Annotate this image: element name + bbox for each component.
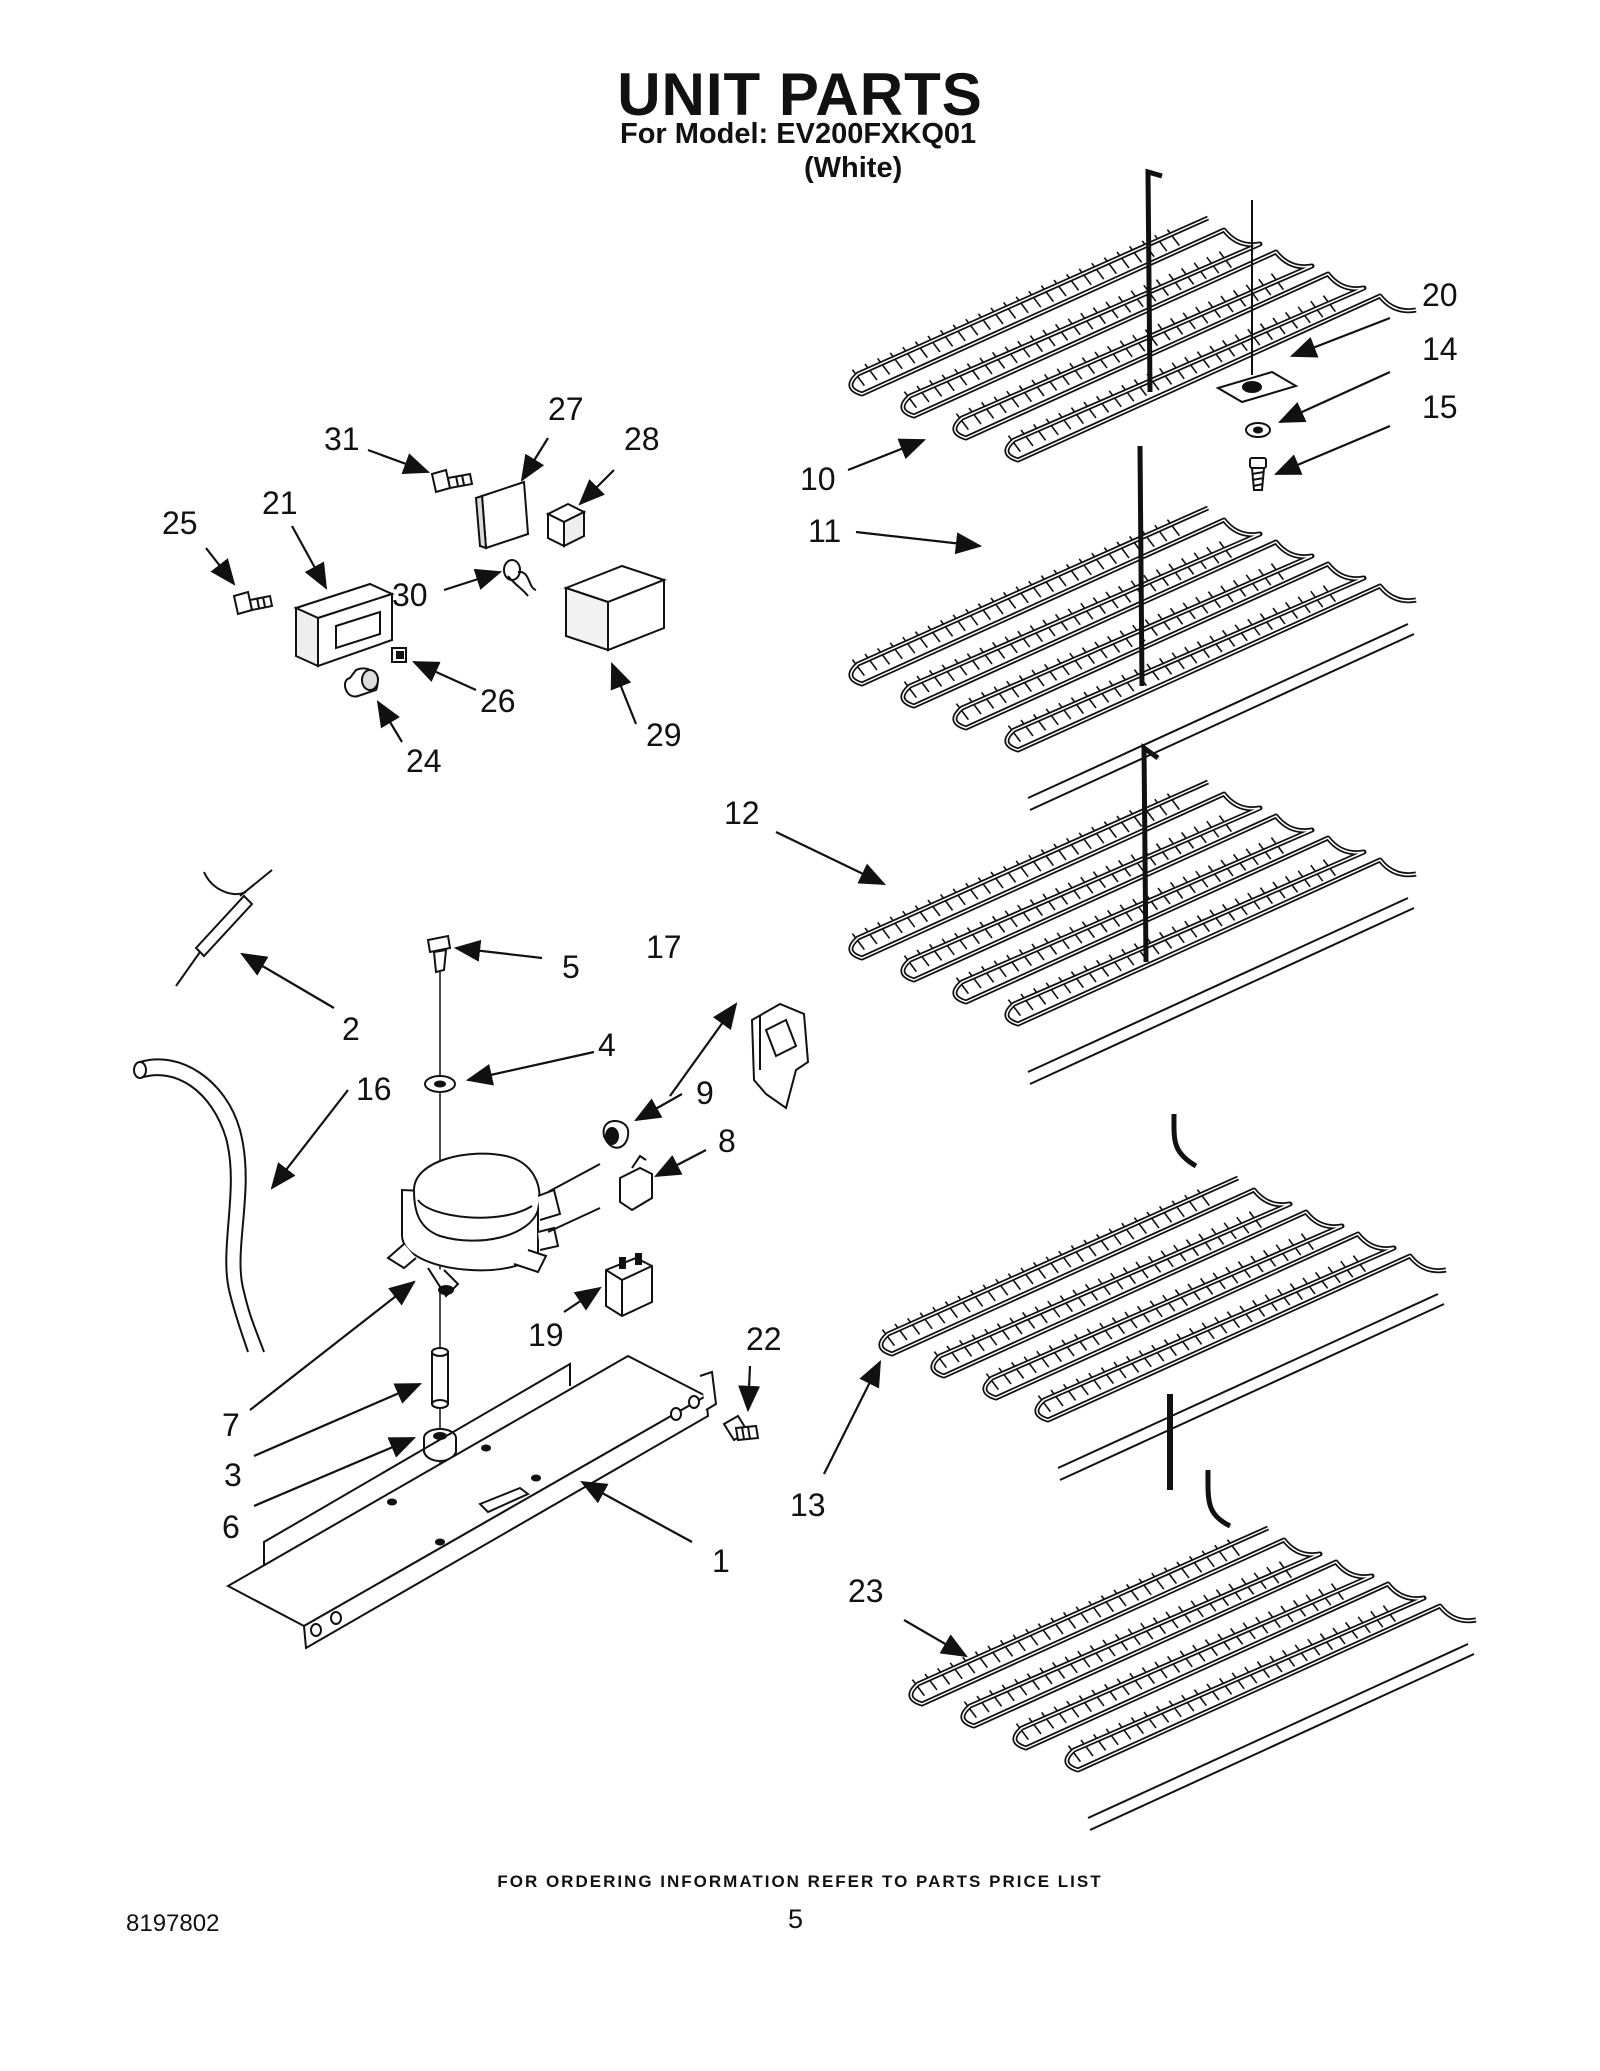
callout-2: 2 [342,1011,360,1047]
screw-31 [430,468,474,494]
callout-19: 19 [528,1317,564,1353]
electrical-parts [602,1002,810,1318]
callout-11: 11 [808,513,841,549]
control-housing-21 [293,582,395,668]
base-plate-1 [225,1354,718,1650]
screw-25 [232,590,274,616]
color-line: (White) [804,152,903,184]
callout-1: 1 [712,1543,730,1579]
model-line: For Model: EV200FXKQ01 [620,118,977,150]
ordering-note: FOR ORDERING INFORMATION REFER TO PARTS … [497,1872,1103,1891]
callout-30: 30 [392,577,428,613]
capacitor-19 [605,1253,653,1318]
compressor-assembly [225,934,760,1650]
coil-mount-hardware [1215,200,1299,491]
callout-13: 13 [790,1487,826,1523]
knob-24 [343,667,379,698]
callout-4: 4 [598,1027,616,1063]
callout-6: 6 [222,1509,240,1545]
coil-23 [908,1469,1477,1831]
callout-27: 27 [548,391,584,427]
callout-10: 10 [800,461,836,497]
callout-9: 9 [696,1075,714,1111]
callout-25: 25 [162,505,198,541]
drier-2 [175,869,273,987]
callout-26: 26 [480,683,516,719]
overload-9 [602,1120,630,1149]
document-number: 8197802 [126,1910,220,1937]
callout-24: 24 [406,743,442,779]
callout-29: 29 [646,717,682,753]
callout-21: 21 [262,485,298,521]
callout-16: 16 [356,1071,392,1107]
page-number: 5 [788,1904,804,1934]
suction-tube-16 [133,1058,265,1353]
callout-17: 17 [646,929,682,965]
callout-20: 20 [1422,277,1458,313]
leader-arrows [205,316,1391,1658]
coil-13 [878,1113,1447,1481]
callout-8: 8 [718,1123,736,1159]
callout-labels: 20 14 15 10 11 12 13 23 31 27 28 21 25 3… [162,277,1458,1609]
screw-5 [426,934,452,954]
control-panel-27 [480,480,530,550]
callout-23: 23 [848,1573,884,1609]
screw-15 [1249,457,1267,491]
callout-12: 12 [724,795,760,831]
control-parts [232,468,667,698]
callout-28: 28 [624,421,660,457]
screw-22 [722,1414,760,1442]
coil-12 [848,743,1417,1085]
callout-15: 15 [1422,389,1458,425]
callout-31: 31 [324,421,360,457]
terminal-cover-17 [750,1002,810,1110]
compressor-7 [386,1152,601,1298]
coil-11 [848,445,1417,811]
control-box-29 [563,564,667,652]
page-title: UNIT PARTS [617,61,983,128]
grommet-3 [431,1347,449,1409]
callout-5: 5 [562,949,580,985]
callout-14: 14 [1422,331,1458,367]
coil-10 [848,168,1417,463]
callout-7: 7 [222,1407,240,1443]
lamp-socket-30 [503,559,537,597]
small-cube-28 [545,502,587,548]
relay-8 [619,1154,653,1212]
callout-3: 3 [224,1457,242,1493]
callout-22: 22 [746,1321,782,1357]
clip-26 [391,647,407,663]
